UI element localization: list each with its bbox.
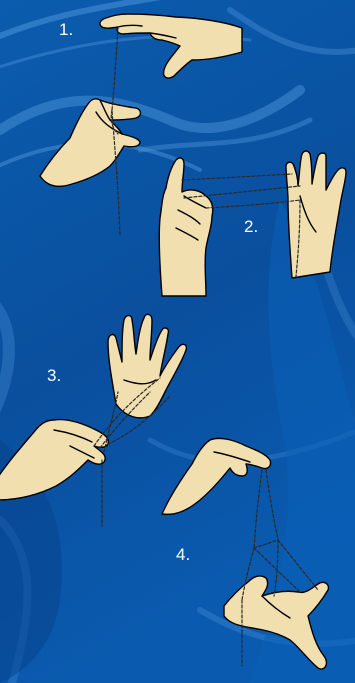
step-1-label: 1. <box>59 21 73 38</box>
step-3-label: 3. <box>47 367 61 384</box>
step-4-label: 4. <box>176 546 190 563</box>
step-2-label: 2. <box>244 218 258 235</box>
